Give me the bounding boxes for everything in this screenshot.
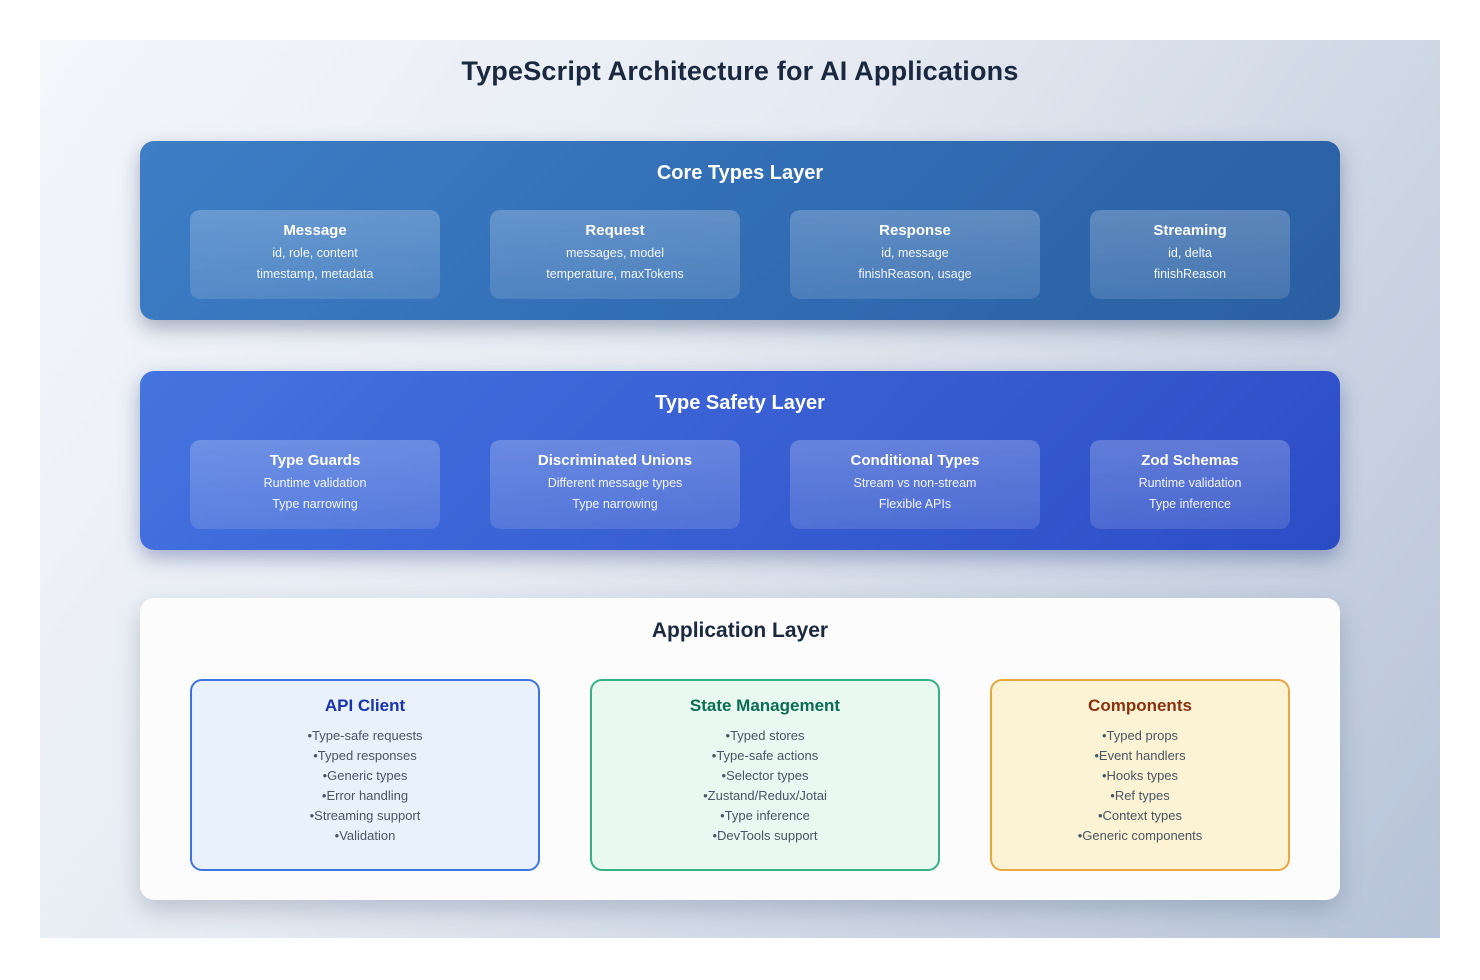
card-components-title: Components bbox=[1088, 696, 1192, 715]
card-type-guards-line2: Type narrowing bbox=[272, 497, 358, 511]
card-response-title: Response bbox=[879, 222, 951, 239]
card-discriminated-unions: Discriminated Unions Different message t… bbox=[490, 440, 740, 529]
list-item: Typed stores bbox=[592, 726, 938, 746]
type-safety-cards-row: Type Guards Runtime validation Type narr… bbox=[190, 440, 1290, 529]
page-title: TypeScript Architecture for AI Applicati… bbox=[461, 56, 1019, 86]
list-item: Hooks types bbox=[992, 766, 1288, 786]
list-item: Streaming support bbox=[192, 806, 538, 826]
card-api-client: API Client Type-safe requests Typed resp… bbox=[190, 679, 540, 871]
card-conditional-types-line1: Stream vs non-stream bbox=[853, 476, 977, 490]
core-types-cards-row: Message id, role, content timestamp, met… bbox=[190, 210, 1290, 299]
core-types-layer: Core Types Layer Message id, role, conte… bbox=[140, 141, 1340, 320]
card-state-management-title: State Management bbox=[689, 696, 841, 715]
card-conditional-types-line2: Flexible APIs bbox=[878, 497, 952, 511]
card-conditional-types-title: Conditional Types bbox=[850, 452, 980, 469]
list-item: Error handling bbox=[192, 786, 538, 806]
application-layer-title: Application Layer bbox=[651, 619, 829, 642]
list-item: Generic types bbox=[192, 766, 538, 786]
card-type-guards: Type Guards Runtime validation Type narr… bbox=[190, 440, 440, 529]
card-zod-schemas-line2: Type inference bbox=[1149, 497, 1231, 511]
card-type-guards-line1: Runtime validation bbox=[263, 476, 367, 490]
list-item: Typed props bbox=[992, 726, 1288, 746]
card-components: Components Typed props Event handlers Ho… bbox=[990, 679, 1290, 871]
card-request-line2: temperature, maxTokens bbox=[546, 267, 684, 281]
type-safety-layer: Type Safety Layer Type Guards Runtime va… bbox=[140, 371, 1340, 550]
card-zod-schemas-line1: Runtime validation bbox=[1138, 476, 1242, 490]
list-item: Ref types bbox=[992, 786, 1288, 806]
list-item: Context types bbox=[992, 806, 1288, 826]
card-response: Response id, message finishReason, usage bbox=[790, 210, 1040, 299]
list-item: Generic components bbox=[992, 826, 1288, 846]
list-item: Type-safe actions bbox=[592, 746, 938, 766]
card-conditional-types: Conditional Types Stream vs non-stream F… bbox=[790, 440, 1040, 529]
list-item: Zustand/Redux/Jotai bbox=[592, 786, 938, 806]
card-zod-schemas-title: Zod Schemas bbox=[1141, 452, 1239, 469]
card-response-line1: id, message bbox=[881, 246, 949, 260]
card-message-line1: id, role, content bbox=[272, 246, 358, 260]
card-streaming-line1: id, delta bbox=[1168, 246, 1212, 260]
card-discriminated-unions-line2: Type narrowing bbox=[572, 497, 658, 511]
card-api-client-title: API Client bbox=[324, 696, 406, 715]
card-message: Message id, role, content timestamp, met… bbox=[190, 210, 440, 299]
card-message-line2: timestamp, metadata bbox=[256, 267, 374, 281]
card-discriminated-unions-title: Discriminated Unions bbox=[537, 452, 693, 469]
list-item: Type-safe requests bbox=[192, 726, 538, 746]
list-item: Selector types bbox=[592, 766, 938, 786]
card-type-guards-title: Type Guards bbox=[269, 452, 361, 469]
core-types-layer-title: Core Types Layer bbox=[656, 162, 824, 184]
card-streaming: Streaming id, delta finishReason bbox=[1090, 210, 1290, 299]
card-state-management: State Management Typed stores Type-safe … bbox=[590, 679, 940, 871]
list-item: Type inference bbox=[592, 806, 938, 826]
application-cards-row: API Client Type-safe requests Typed resp… bbox=[190, 679, 1290, 871]
card-request-line1: messages, model bbox=[566, 246, 664, 260]
card-request: Request messages, model temperature, max… bbox=[490, 210, 740, 299]
card-discriminated-unions-line1: Different message types bbox=[547, 476, 683, 490]
diagram-canvas: TypeScript Architecture for AI Applicati… bbox=[40, 40, 1440, 938]
application-layer: Application Layer API Client Type-safe r… bbox=[140, 598, 1340, 900]
card-response-line2: finishReason, usage bbox=[858, 267, 972, 281]
list-item: DevTools support bbox=[592, 826, 938, 846]
card-components-items: Typed props Event handlers Hooks types R… bbox=[992, 726, 1288, 846]
card-message-title: Message bbox=[283, 222, 347, 239]
card-api-client-items: Type-safe requests Typed responses Gener… bbox=[192, 726, 538, 846]
card-zod-schemas: Zod Schemas Runtime validation Type infe… bbox=[1090, 440, 1290, 529]
list-item: Validation bbox=[192, 826, 538, 846]
list-item: Typed responses bbox=[192, 746, 538, 766]
card-streaming-line2: finishReason bbox=[1153, 267, 1227, 281]
card-streaming-title: Streaming bbox=[1153, 222, 1227, 239]
type-safety-layer-title: Type Safety Layer bbox=[655, 392, 825, 414]
card-request-title: Request bbox=[585, 222, 645, 239]
card-state-management-items: Typed stores Type-safe actions Selector … bbox=[592, 726, 938, 846]
list-item: Event handlers bbox=[992, 746, 1288, 766]
